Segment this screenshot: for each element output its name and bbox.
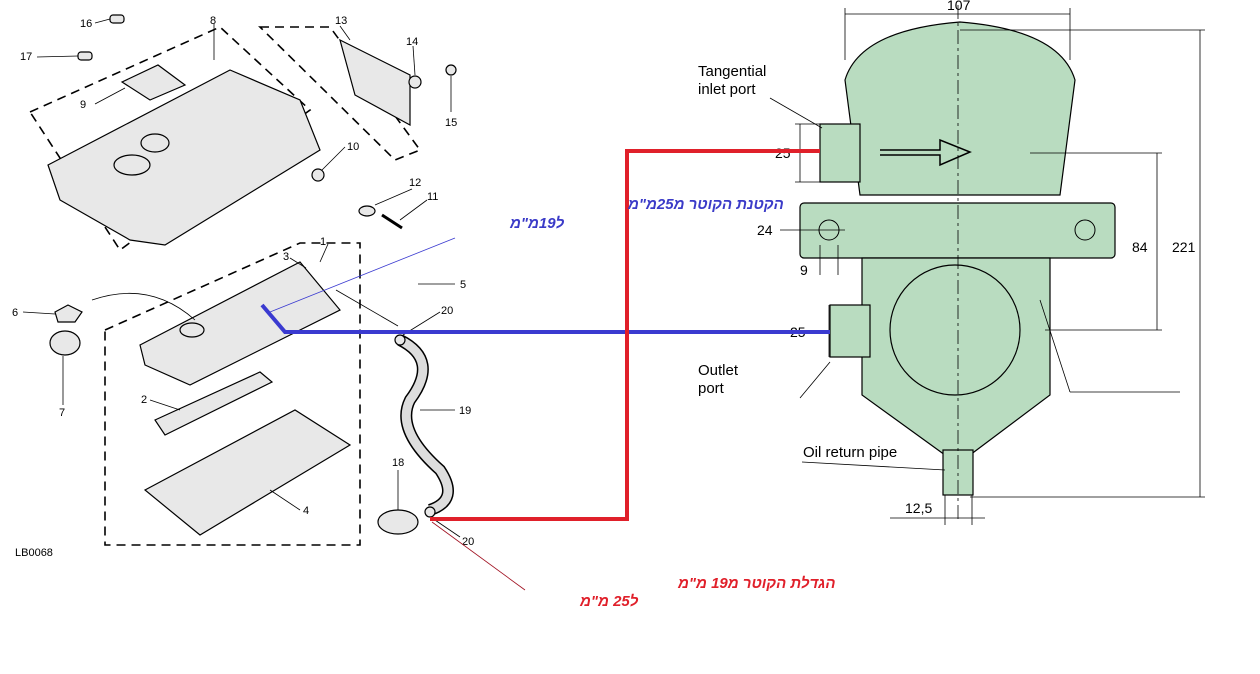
dim-offset-9: 9 [800,262,808,278]
group-outline-13 [258,26,422,161]
part-number-18: 18 [392,457,404,469]
part-number-2: 2 [141,394,147,406]
outlet-port-label-line1: Outlet [698,362,739,379]
oil-return-pipe-label: Oil return pipe [803,444,897,461]
part-number-1: 1 [320,236,326,248]
hose-19 [397,335,453,515]
red-annotation-line1: הגדלת הקוטר מ19 מ"מ [677,575,836,592]
part-number-4: 4 [303,505,309,517]
harness-line [91,292,196,321]
part-number-15: 15 [445,117,457,129]
part-number-5: 5 [460,279,466,291]
blue-annotation-line1: הקטנת הקוטר מ25מ"מ [627,196,784,213]
red-annotation-leader [431,521,526,591]
filler-cap-6 [54,304,83,323]
part-number-9: 9 [80,99,86,111]
mounting-bracket [799,202,1116,259]
screw-15 [445,64,457,76]
spacer-10 [311,168,325,182]
part-number-3: 3 [283,251,289,263]
outlet-routing-line [260,303,830,334]
clip-20-bottom [424,506,436,518]
oil-separator [799,5,1116,520]
bolt-11 [381,213,403,230]
red-annotation-line2: ל25 מ"מ [579,593,639,610]
pin-16 [109,14,125,24]
part-number-13: 13 [335,15,347,27]
cover-flap [120,64,187,101]
inlet-routing-line [430,149,820,521]
part-number-19: 19 [459,405,471,417]
inlet-port-label-line2: inlet port [698,81,756,98]
part-number-10: 10 [347,141,359,153]
leader-lines [22,18,461,538]
separator-bowl [861,257,1051,456]
part-number-11: 11 [427,191,438,203]
part-number-labels: 1 2 3 4 5 6 7 8 9 10 11 12 13 14 15 16 1… [12,15,474,559]
inlet-port [819,123,861,183]
blue-annotation-leader [269,237,456,313]
part-number-20-top: 20 [441,305,453,317]
dim-mount-24: 24 [757,222,773,238]
oil-filler-opening [140,133,170,153]
land-rover-badge [113,154,151,176]
clip-20-top [394,334,406,346]
filler-neck [179,322,205,338]
part-number-16: 16 [80,18,92,30]
dim-oil-pipe-12-5: 12,5 [905,500,932,516]
valve-18 [377,509,419,535]
rocker-cover [139,261,341,386]
mount-hole-right [1074,219,1096,241]
blue-annotation-line2: ל19מ"מ [509,215,565,232]
engine-cover [47,69,321,246]
outlet-port [829,304,871,358]
separator-lid [844,21,1076,196]
washer-12 [358,205,376,217]
dim-height-84: 84 [1132,239,1148,255]
outlet-port-label-line2: port [698,380,725,397]
part-number-6: 6 [12,307,18,319]
pin-17 [77,51,93,61]
part-number-14: 14 [406,36,418,48]
seal-7 [49,330,81,356]
gasket-4 [143,409,352,536]
part-number-8: 8 [210,15,216,27]
filter-element [889,264,1021,396]
dimension-lines [769,8,1205,525]
dim-width-107: 107 [947,0,971,13]
gasket-2 [154,371,274,436]
flow-arrow-icon [880,138,972,167]
part-number-17: 17 [20,51,32,63]
group-outline-1 [104,242,361,546]
part-number-12: 12 [409,177,421,189]
inlet-port-label-line1: Tangential [698,63,766,80]
bracket-13 [339,38,411,127]
dimension-labels: 107 221 84 25 25 24 9 12,5 Tangential in… [698,0,1196,516]
dim-height-221: 221 [1172,239,1196,255]
part-number-20-bottom: 20 [462,536,474,548]
part-number-7: 7 [59,407,65,419]
figure-code: LB0068 [15,547,53,559]
grommet-14 [408,75,422,89]
